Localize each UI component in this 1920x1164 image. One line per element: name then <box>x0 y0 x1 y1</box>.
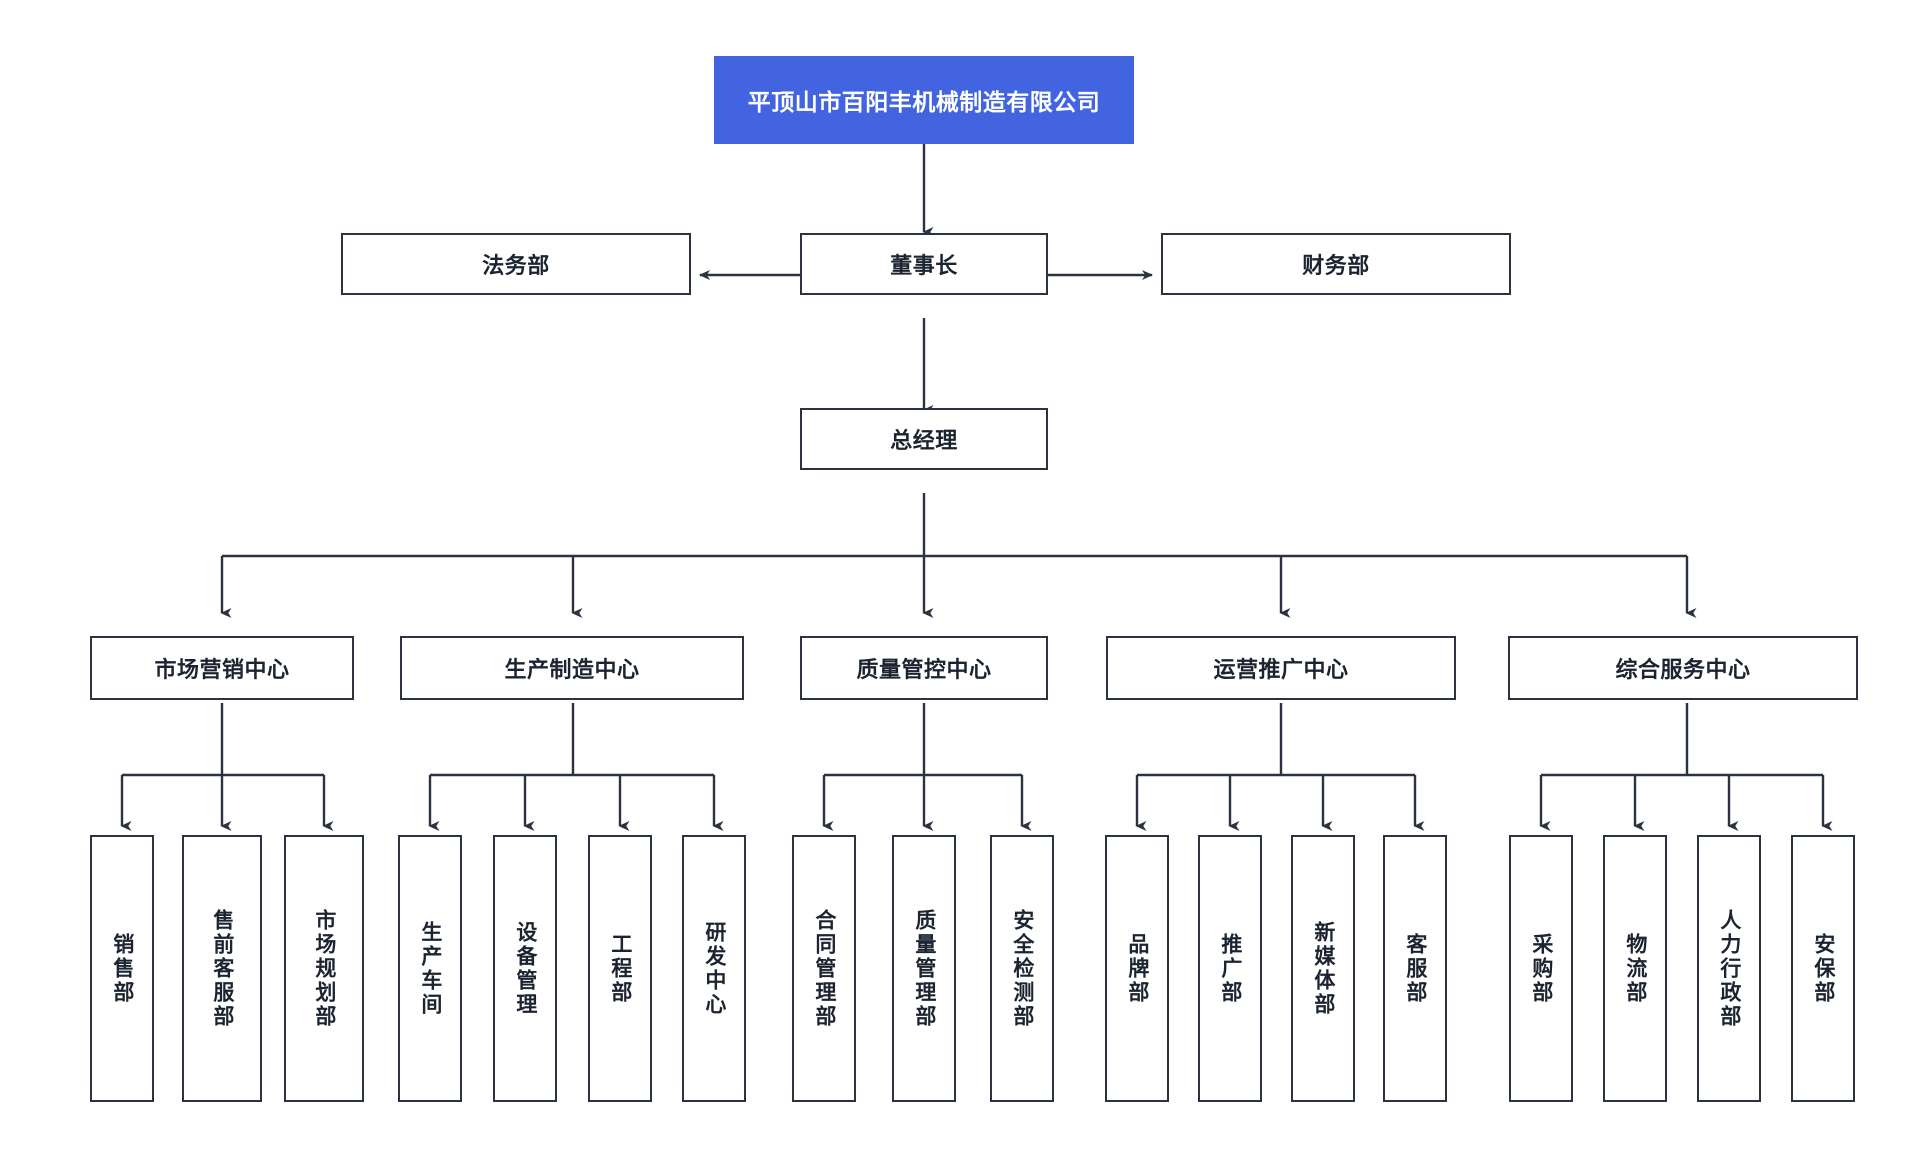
node-dept-procurement-label: 采购部 <box>1529 932 1553 1005</box>
node-finance-department-label: 财务部 <box>1302 253 1370 278</box>
node-center-manufacturing-label: 生产制造中心 <box>504 657 640 682</box>
node-dept-brand-label: 品牌部 <box>1125 932 1149 1005</box>
node-dept-customer-service-label: 客服部 <box>1403 932 1427 1005</box>
node-chairman-label: 董事长 <box>890 253 958 278</box>
node-dept-hr-administration[interactable]: 人力行政部 <box>1697 835 1761 1102</box>
node-dept-market-planning[interactable]: 市场规划部 <box>284 835 364 1102</box>
node-dept-contract-management-label: 合同管理部 <box>812 908 836 1029</box>
node-dept-promotion-label: 推广部 <box>1218 932 1242 1005</box>
node-dept-new-media-label: 新媒体部 <box>1311 920 1335 1017</box>
node-center-operations[interactable]: 运营推广中心 <box>1106 636 1456 700</box>
node-legal-department[interactable]: 法务部 <box>341 233 691 295</box>
node-chairman[interactable]: 董事长 <box>800 233 1048 295</box>
node-finance-department[interactable]: 财务部 <box>1161 233 1511 295</box>
node-center-manufacturing[interactable]: 生产制造中心 <box>400 636 744 700</box>
node-dept-production-workshop[interactable]: 生产车间 <box>398 835 462 1102</box>
node-dept-procurement[interactable]: 采购部 <box>1509 835 1573 1102</box>
node-center-general-services-label: 综合服务中心 <box>1615 657 1751 682</box>
node-dept-rnd-center[interactable]: 研发中心 <box>682 835 746 1102</box>
node-center-quality-label: 质量管控中心 <box>856 657 992 682</box>
node-center-marketing[interactable]: 市场营销中心 <box>90 636 354 700</box>
node-general-manager[interactable]: 总经理 <box>800 408 1048 470</box>
node-dept-presales-service-label: 售前客服部 <box>210 908 234 1029</box>
node-dept-sales[interactable]: 销售部 <box>90 835 154 1102</box>
node-dept-logistics-label: 物流部 <box>1623 932 1647 1005</box>
node-dept-security-label: 安保部 <box>1811 932 1835 1005</box>
node-center-marketing-label: 市场营销中心 <box>154 657 290 682</box>
node-dept-hr-administration-label: 人力行政部 <box>1717 908 1741 1029</box>
node-dept-equipment-management[interactable]: 设备管理 <box>493 835 557 1102</box>
company-root-node[interactable]: 平顶山市百阳丰机械制造有限公司 <box>714 56 1134 144</box>
node-dept-quality-management-label: 质量管理部 <box>912 908 936 1029</box>
node-dept-equipment-management-label: 设备管理 <box>513 920 537 1017</box>
node-dept-rnd-center-label: 研发中心 <box>702 920 726 1017</box>
node-dept-presales-service[interactable]: 售前客服部 <box>182 835 262 1102</box>
node-dept-customer-service[interactable]: 客服部 <box>1383 835 1447 1102</box>
node-dept-production-workshop-label: 生产车间 <box>418 920 442 1017</box>
node-legal-department-label: 法务部 <box>482 253 550 278</box>
node-dept-engineering-label: 工程部 <box>608 932 632 1005</box>
node-dept-safety-inspection[interactable]: 安全检测部 <box>990 835 1054 1102</box>
node-dept-promotion[interactable]: 推广部 <box>1198 835 1262 1102</box>
company-root-label: 平顶山市百阳丰机械制造有限公司 <box>747 89 1101 115</box>
node-dept-sales-label: 销售部 <box>110 932 134 1005</box>
node-dept-brand[interactable]: 品牌部 <box>1105 835 1169 1102</box>
node-dept-market-planning-label: 市场规划部 <box>312 908 336 1029</box>
node-dept-safety-inspection-label: 安全检测部 <box>1010 908 1034 1029</box>
node-center-operations-label: 运营推广中心 <box>1213 657 1349 682</box>
node-dept-logistics[interactable]: 物流部 <box>1603 835 1667 1102</box>
node-dept-engineering[interactable]: 工程部 <box>588 835 652 1102</box>
node-center-quality[interactable]: 质量管控中心 <box>800 636 1048 700</box>
node-dept-security[interactable]: 安保部 <box>1791 835 1855 1102</box>
node-center-general-services[interactable]: 综合服务中心 <box>1508 636 1858 700</box>
node-dept-quality-management[interactable]: 质量管理部 <box>892 835 956 1102</box>
node-general-manager-label: 总经理 <box>890 428 958 453</box>
node-dept-contract-management[interactable]: 合同管理部 <box>792 835 856 1102</box>
node-dept-new-media[interactable]: 新媒体部 <box>1291 835 1355 1102</box>
